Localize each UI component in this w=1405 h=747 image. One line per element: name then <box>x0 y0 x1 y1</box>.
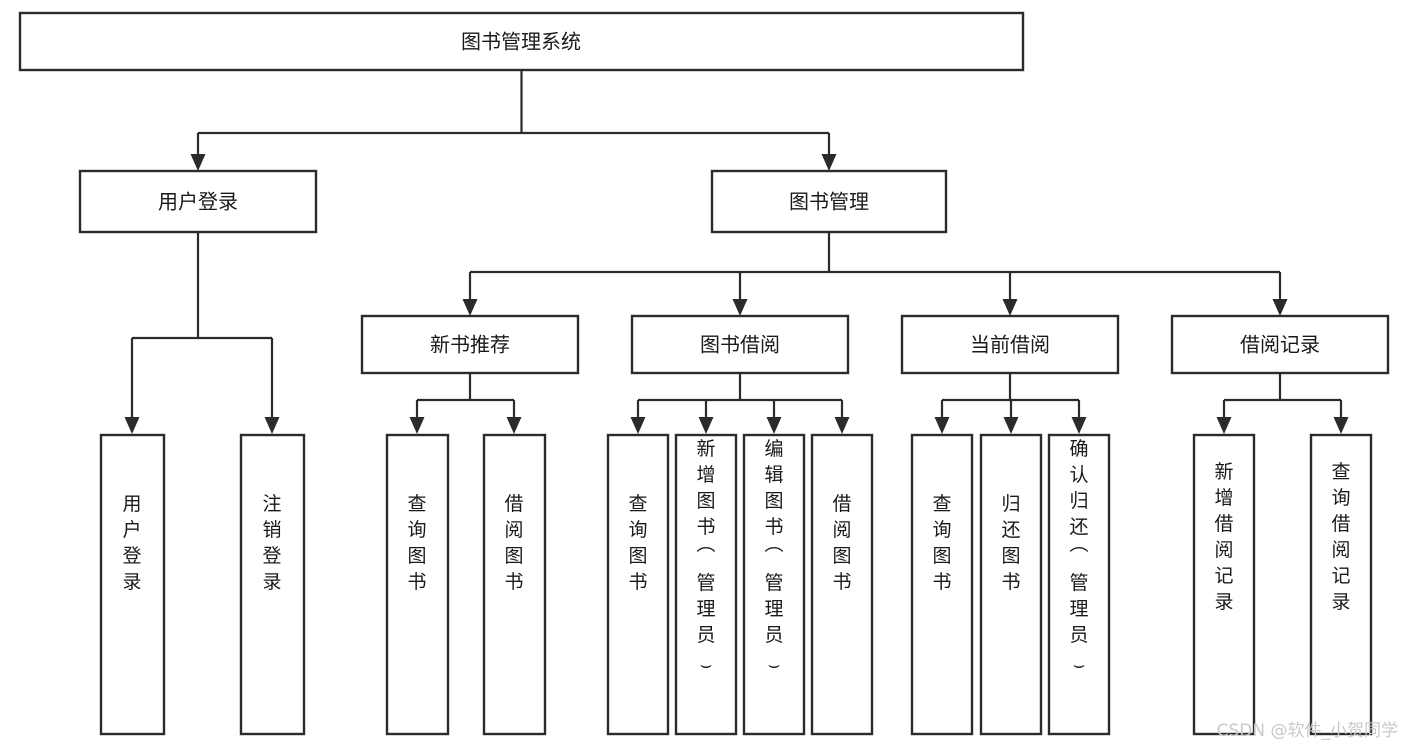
node-current-borrow[interactable]: 当前借阅 <box>900 314 1120 375</box>
leaf-user-login-1-box <box>99 433 166 736</box>
leaf-user-login-1[interactable]: 用户登录 <box>99 433 166 736</box>
leaf-new-book-2[interactable]: 借阅图书 <box>482 433 547 736</box>
node-book-borrow-box <box>630 314 850 375</box>
leaf-new-book-1[interactable]: 查询图书 <box>385 433 450 736</box>
leaf-book-borrow-4-box <box>810 433 874 736</box>
node-root-box <box>18 11 1025 72</box>
arrow-to-user-login <box>190 154 206 171</box>
leaf-new-book-2-box <box>482 433 547 736</box>
node-new-book-recommend[interactable]: 新书推荐 <box>360 314 580 375</box>
node-book-management-label: 图书管理 <box>789 190 869 214</box>
arrow-new-book-leaf1 <box>409 417 425 434</box>
leaf-book-borrow-3[interactable]: 编辑图书⌒管理员⌣ <box>742 433 806 736</box>
arrow-to-current-borrow <box>1002 299 1018 316</box>
arrow-to-new-book <box>462 299 478 316</box>
leaf-book-borrow-2-label: 新增图书⌒管理员⌣ <box>696 438 715 676</box>
node-root-label: 图书管理系统 <box>461 30 581 54</box>
leaf-borrow-record-1[interactable]: 新增借阅记录 <box>1192 433 1256 736</box>
arrow-to-book-borrow <box>732 299 748 316</box>
arrow-current-borrow-leaf1 <box>934 417 950 434</box>
leaf-book-borrow-1-box <box>606 433 670 736</box>
arrow-book-borrow-leaf1 <box>630 417 646 434</box>
leaf-current-borrow-2-label: 归还图书 <box>1001 493 1020 593</box>
leaf-current-borrow-1[interactable]: 查询图书 <box>910 433 974 736</box>
node-borrow-record[interactable]: 借阅记录 <box>1170 314 1390 375</box>
leaf-book-borrow-2-box <box>674 433 738 736</box>
leaf-borrow-record-1-box <box>1192 433 1256 736</box>
leaf-borrow-record-2[interactable]: 查询借阅记录 <box>1309 433 1373 736</box>
node-borrow-record-label: 借阅记录 <box>1240 333 1320 357</box>
arrow-user-login-leaf2 <box>264 417 280 434</box>
node-new-book-recommend-box <box>360 314 580 375</box>
connector-layer <box>124 70 1349 434</box>
arrow-current-borrow-leaf2 <box>1003 417 1019 434</box>
leaf-current-borrow-1-box <box>910 433 974 736</box>
leaf-current-borrow-1-label: 查询图书 <box>932 493 951 593</box>
arrow-user-login-leaf1 <box>124 417 140 434</box>
leaf-new-book-1-box <box>385 433 450 736</box>
node-user-login-label: 用户登录 <box>158 190 238 214</box>
leaf-user-login-2-box <box>239 433 306 736</box>
node-borrow-record-box <box>1170 314 1390 375</box>
node-book-management-box <box>710 169 948 234</box>
leaf-book-borrow-4[interactable]: 借阅图书 <box>810 433 874 736</box>
leaf-borrow-record-2-box <box>1309 433 1373 736</box>
leaf-current-borrow-3-label: 确认归还⌒管理员⌣ <box>1069 438 1088 676</box>
arrow-current-borrow-leaf3 <box>1071 417 1087 434</box>
leaf-book-borrow-3-box <box>742 433 806 736</box>
arrow-book-borrow-leaf2 <box>698 417 714 434</box>
leaf-user-login-2[interactable]: 注销登录 <box>239 433 306 736</box>
arrow-borrow-record-leaf2 <box>1333 417 1349 434</box>
leaf-current-borrow-3-box <box>1047 433 1111 736</box>
leaf-book-borrow-1[interactable]: 查询图书 <box>606 433 670 736</box>
arrow-book-borrow-leaf4 <box>834 417 850 434</box>
arrow-to-borrow-record <box>1272 299 1288 316</box>
arrow-new-book-leaf2 <box>506 417 522 434</box>
node-book-borrow[interactable]: 图书借阅 <box>630 314 850 375</box>
leaf-new-book-2-label: 借阅图书 <box>504 493 523 593</box>
leaf-current-borrow-3[interactable]: 确认归还⌒管理员⌣ <box>1047 433 1111 736</box>
arrow-borrow-record-leaf1 <box>1216 417 1232 434</box>
leaf-book-borrow-3-label: 编辑图书⌒管理员⌣ <box>764 438 783 676</box>
leaf-current-borrow-2[interactable]: 归还图书 <box>979 433 1043 736</box>
arrow-to-book-manage <box>821 154 837 171</box>
arrow-book-borrow-leaf3 <box>766 417 782 434</box>
leaf-borrow-record-1-label: 新增借阅记录 <box>1214 461 1233 613</box>
node-root-book-management-system[interactable]: 图书管理系统 <box>18 11 1025 72</box>
node-new-book-recommend-label: 新书推荐 <box>430 333 510 357</box>
node-book-management[interactable]: 图书管理 <box>710 169 948 234</box>
node-current-borrow-label: 当前借阅 <box>970 333 1050 357</box>
leaf-user-login-2-label: 注销登录 <box>262 493 281 593</box>
leaf-borrow-record-2-label: 查询借阅记录 <box>1331 461 1350 613</box>
leaf-book-borrow-1-label: 查询图书 <box>628 493 647 593</box>
csdn-watermark: CSDN @软件_小贺同学 <box>1217 721 1398 741</box>
leaf-user-login-1-label: 用户登录 <box>122 493 141 593</box>
node-user-login-box <box>78 169 318 234</box>
leaf-current-borrow-2-box <box>979 433 1043 736</box>
node-current-borrow-box <box>900 314 1120 375</box>
leaf-book-borrow-4-label: 借阅图书 <box>832 493 851 593</box>
leaf-new-book-1-label: 查询图书 <box>407 493 426 593</box>
node-book-borrow-label: 图书借阅 <box>700 333 780 357</box>
node-user-login[interactable]: 用户登录 <box>78 169 318 234</box>
leaf-book-borrow-2[interactable]: 新增图书⌒管理员⌣ <box>674 433 738 736</box>
